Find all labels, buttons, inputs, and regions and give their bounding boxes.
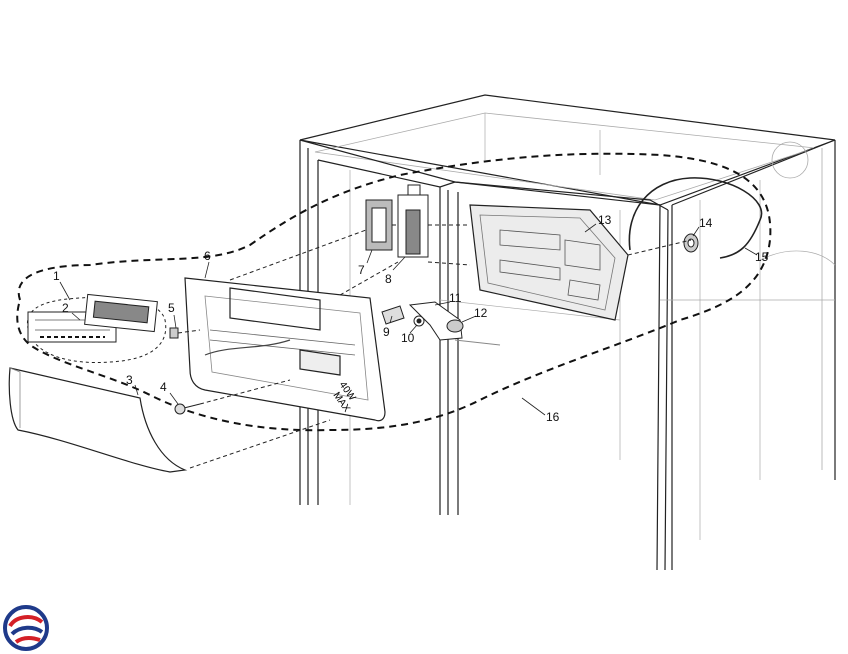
callout-1: 1 [53,269,60,283]
light-housing-6 [184,277,386,422]
callout-12: 12 [474,306,488,320]
filter-pad-7 [365,199,393,251]
assembly-boundary-16 [16,152,772,432]
switch-assembly-9-12 [381,301,501,346]
callout-2: 2 [62,301,69,315]
callout-8: 8 [385,272,392,286]
callout-5: 5 [168,301,175,315]
sensor-module-8 [397,184,429,258]
brand-swirl-logo [3,605,49,651]
callout-10: 10 [401,331,415,345]
callout-6: 6 [204,249,211,263]
refrigerator-cabinet [299,94,836,571]
callout-3: 3 [126,373,133,387]
callout-4: 4 [160,380,167,394]
callout-13: 13 [598,213,612,227]
lamp-cover-3 [8,367,188,473]
leader-lines [177,224,692,469]
callout-7: 7 [358,263,365,277]
panel-13 [469,204,629,321]
callout-11: 11 [449,291,462,305]
callout-9: 9 [383,325,390,339]
callout-14: 14 [699,216,713,230]
connector-5 [169,327,179,339]
tube-15 [628,177,763,259]
grommet-14 [683,233,699,253]
screw-4 [174,403,201,415]
callout-16: 16 [546,410,560,424]
display-assembly-1 [27,293,167,364]
callout-leaders [59,223,758,416]
callout-15: 15 [755,250,769,264]
